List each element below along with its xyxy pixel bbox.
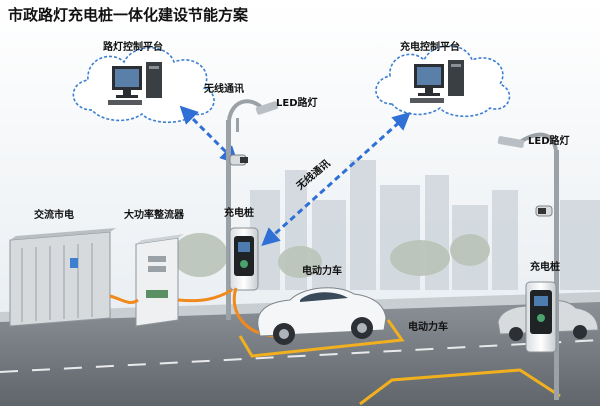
parking-bay-bottom [359,368,561,406]
street-light-right [497,132,559,400]
led-left-label: LED路灯 [276,96,318,109]
wireless-top-label: 无线通讯 [203,82,244,95]
charging-pile-left [229,227,259,291]
ac-power-label: 交流市电 [34,208,74,221]
platform-right-label: 充电控制平台 [400,40,460,53]
pile-right-label: 充电桩 [530,260,560,273]
parking-bay-left [238,319,405,358]
ev-top-label: 电动力车 [302,264,342,277]
cable-substation-rectifier [109,294,139,304]
electric-car-main [257,287,387,345]
road [0,300,600,406]
computer-right-icon [410,60,464,103]
rectifier-label: 大功率整流器 [124,208,185,221]
diagram-title: 市政路灯充电桩一体化建设节能方案 [8,6,249,24]
substation-box [9,228,116,327]
charging-pile-right [525,281,557,353]
trees [172,233,490,278]
cable-rectifier-pile [177,288,233,303]
road-markings [0,339,600,373]
led-right-label: LED路灯 [528,134,570,147]
rectifier-cabinet [135,234,184,327]
wireless-link-top [179,105,239,165]
street-light-left [226,99,279,320]
platform-left-label: 路灯控制平台 [103,40,163,53]
wireless-link-diagonal [261,111,411,247]
pile-left-label: 充电桩 [224,206,254,219]
ev-bottom-label: 电动力车 [408,320,448,333]
computer-left-icon [108,62,162,105]
